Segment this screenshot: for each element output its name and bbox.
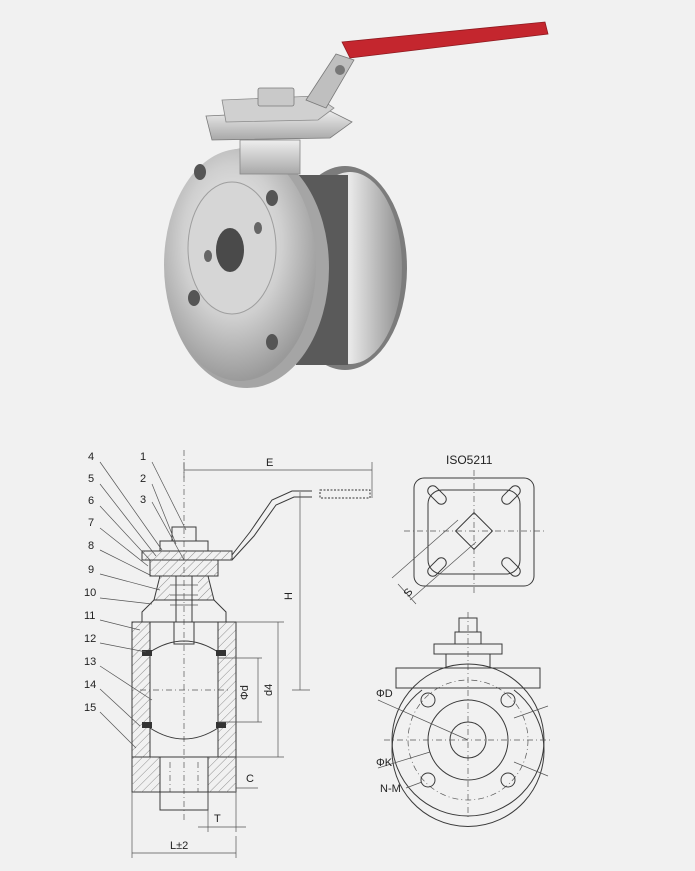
bolt-hole <box>188 290 200 306</box>
dim-d: Φd <box>239 685 251 700</box>
part-label-4: 4 <box>88 451 94 463</box>
dim-L: L±2 <box>170 840 188 852</box>
part-label-6: 6 <box>88 495 94 507</box>
part-label-5: 5 <box>88 473 94 485</box>
section-view <box>131 450 371 820</box>
part-label-8: 8 <box>88 540 94 552</box>
dim-T: T <box>214 813 221 825</box>
bolt-hole <box>254 222 262 234</box>
part-labels: 1 2 3 4 5 6 7 8 9 10 11 12 13 14 15 <box>84 451 146 714</box>
dim-C: C <box>246 773 254 785</box>
valve-photo <box>164 21 549 388</box>
dim-d4: d4 <box>263 684 275 696</box>
handle-hole <box>335 65 345 75</box>
lock-plate <box>221 95 335 123</box>
dim-H: H <box>283 592 295 600</box>
iso-standard-label: ISO5211 <box>446 453 493 467</box>
part-label-15: 15 <box>84 702 96 714</box>
bolt-hole <box>266 334 278 350</box>
dim-NM: N-M <box>380 783 401 795</box>
stem-neck <box>239 139 301 175</box>
part-label-2: 2 <box>140 473 146 485</box>
bolt-hole <box>204 250 212 262</box>
part-label-9: 9 <box>88 564 94 576</box>
bore-hole <box>216 228 244 272</box>
dim-K: ΦK <box>376 757 393 769</box>
part-label-11: 11 <box>84 610 95 622</box>
part-label-10: 10 <box>84 587 96 599</box>
bolt-hole <box>266 190 278 206</box>
part-label-14: 14 <box>84 679 96 691</box>
handle-grip <box>341 21 549 59</box>
part-leaders <box>99 461 187 749</box>
bolt-hole <box>194 164 206 180</box>
part-label-3: 3 <box>140 494 146 506</box>
dim-S: S <box>402 586 416 599</box>
dim-E: E <box>266 457 273 469</box>
part-label-13: 13 <box>84 656 96 668</box>
dim-D: ΦD <box>376 688 393 700</box>
iso5211-view: ISO5211 S <box>391 453 544 605</box>
part-label-7: 7 <box>88 517 94 529</box>
part-label-12: 12 <box>84 633 96 645</box>
part-label-1: 1 <box>140 451 146 463</box>
flange-view: ΦD ΦK N-M <box>376 612 552 827</box>
handle-arm <box>305 53 355 109</box>
stem-nut <box>257 87 295 107</box>
section-dimensions: E H d4 Φd C T L±2 <box>131 457 373 858</box>
